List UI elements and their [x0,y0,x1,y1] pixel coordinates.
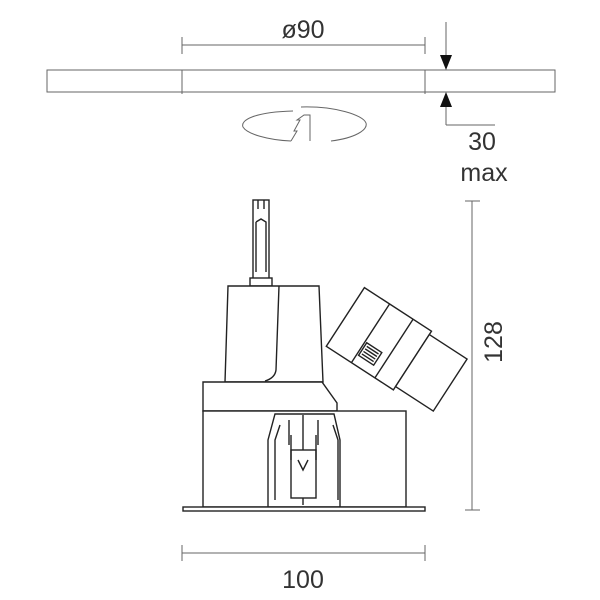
ceiling-section [46,69,556,94]
height-label: 128 [480,321,508,363]
thickness-value: 30 [468,128,496,156]
rotation-icon [242,106,367,142]
thickness-suffix: max [460,159,508,187]
arrow-up-icon [440,92,452,107]
height-dimension: 128 [465,200,508,511]
width-label: 100 [282,566,324,594]
luminaire-drawing [182,199,469,512]
width-dimension: 100 [181,545,426,594]
cutout-diameter-label: ø90 [281,16,324,44]
cutout-dimension: ø90 [181,16,426,54]
ceiling-thickness-dimension: 30 max [440,22,508,187]
arrow-down-icon [440,55,452,70]
